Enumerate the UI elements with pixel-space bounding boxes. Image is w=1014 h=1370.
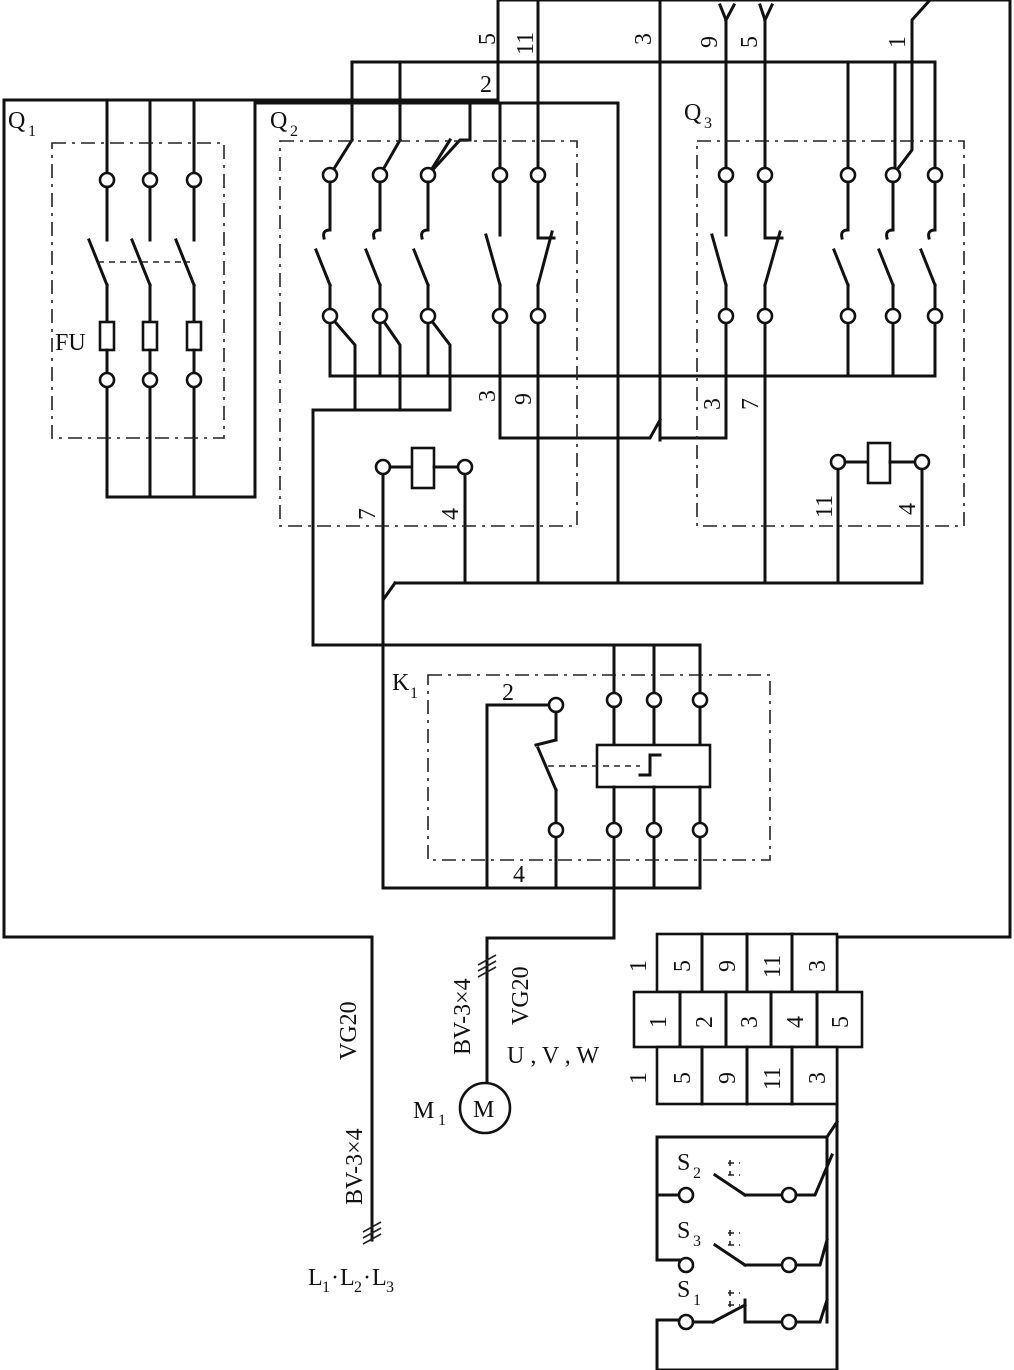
k1-thermal-element <box>595 743 712 789</box>
k1-label-sub: 1 <box>410 685 418 702</box>
k1-label: K <box>392 670 410 696</box>
s1-label-sub: 1 <box>693 1292 701 1309</box>
wire-number: 11 <box>513 32 539 55</box>
supply-dot-2: · <box>363 1265 371 1291</box>
wire-number: 3 <box>475 390 501 402</box>
supply-l-2: L <box>340 1265 355 1291</box>
wire-number: 9 <box>511 393 537 405</box>
s2-button <box>677 1153 834 1204</box>
terminal-mid-2: 2 <box>692 1016 718 1028</box>
q3-switch <box>696 140 965 527</box>
motor-cable-label: BV-3×4 <box>450 978 476 1055</box>
supply-dot-1: · <box>331 1265 339 1291</box>
q1-label: Q <box>8 108 25 134</box>
supply-l-1: L <box>308 1265 323 1291</box>
q3-contact <box>919 166 944 325</box>
terminal-mid-4: 4 <box>783 1016 809 1028</box>
wire-number: 9 <box>697 36 723 48</box>
wire-number: 2 <box>480 72 492 98</box>
terminal-mid-3: 3 <box>737 1016 763 1028</box>
supply-cable-label: BV-3×4 <box>342 1128 368 1205</box>
motor-symbol: M <box>473 1097 494 1123</box>
wire-number: 3 <box>700 398 726 410</box>
terminal-top-11: 11 <box>760 955 786 978</box>
wire-number: 4 <box>895 503 921 515</box>
q2-coil <box>374 446 474 490</box>
k1-aux-contact <box>534 696 565 839</box>
cable-labels: VG20 BV-3×4 BV-3×4 VG20 <box>336 966 534 1205</box>
component-labels: Q 1 Q 2 Q 3 K 1 FU S 2 S 3 S 1 U , V , W… <box>8 100 712 1309</box>
q2-switch <box>279 140 578 527</box>
terminal-bot-3: 3 <box>805 1072 831 1084</box>
q2-label: Q <box>270 108 287 134</box>
terminal-top-5: 5 <box>670 960 696 972</box>
fu-label: FU <box>55 330 86 356</box>
wire-number: 3 <box>631 33 657 45</box>
motor-m1: M M 1 <box>413 1081 512 1135</box>
q2-contact <box>364 166 389 325</box>
terminal-top-9: 9 <box>715 960 741 972</box>
q1-pole <box>174 171 203 389</box>
supply-l2-sub: 2 <box>354 1279 362 1296</box>
pushbutton-station <box>655 1119 840 1370</box>
cable-marks <box>362 954 497 1245</box>
s2-label: S <box>677 1150 690 1176</box>
q2-contact <box>314 166 339 325</box>
q1-switch <box>51 142 225 439</box>
terminal-mid-1: 1 <box>646 1016 672 1028</box>
q2-contact <box>529 166 556 325</box>
s2-label-sub: 2 <box>693 1165 701 1182</box>
wire-number: 7 <box>738 398 764 410</box>
s1-label: S <box>677 1277 690 1303</box>
s3-label: S <box>677 1218 690 1244</box>
uvw-label: U , V , W <box>507 1043 599 1069</box>
supply-l3-sub: 3 <box>386 1279 394 1296</box>
wire-number: 4 <box>513 862 525 888</box>
wire-number: 5 <box>737 36 763 48</box>
q3-label-sub: 3 <box>704 115 712 132</box>
terminal-bot-5: 5 <box>670 1072 696 1084</box>
k1-relay <box>427 674 771 861</box>
q1-pole <box>87 171 116 389</box>
supply-conduit-label: VG20 <box>336 1001 362 1060</box>
motor-label: M <box>413 1098 434 1124</box>
terminal-bot-9: 9 <box>715 1072 741 1084</box>
q3-coil <box>829 441 931 485</box>
terminal-bot-1: 1 <box>626 1072 652 1084</box>
wire-number: 5 <box>475 33 501 45</box>
supply-l-3: L <box>372 1265 387 1291</box>
q3-contact <box>877 166 902 325</box>
wire-number: 11 <box>812 495 838 518</box>
wire-number: 2 <box>502 680 514 706</box>
q3-contact <box>710 166 735 325</box>
terminal-numbers: 1 5 9 11 3 1 2 3 4 5 1 5 9 11 3 <box>626 955 854 1090</box>
q2-label-sub: 2 <box>290 123 298 140</box>
wire-number: 4 <box>438 508 464 520</box>
q1-label-sub: 1 <box>28 123 36 140</box>
wire-number: 1 <box>885 36 911 48</box>
q2-contact <box>412 166 437 325</box>
s1-button <box>677 1290 829 1331</box>
wire-number: 7 <box>355 508 381 520</box>
terminal-top-1: 1 <box>626 960 652 972</box>
terminal-bot-11: 11 <box>760 1067 786 1090</box>
motor-conduit-label: VG20 <box>508 966 534 1025</box>
supply-l1-sub: 1 <box>322 1279 330 1296</box>
q1-pole <box>130 171 159 389</box>
s3-button <box>677 1230 829 1274</box>
motor-label-sub: 1 <box>438 1112 446 1129</box>
q3-contact <box>832 166 857 325</box>
terminal-block <box>632 932 864 1106</box>
wire-numbers: 5 11 3 9 5 1 2 3 9 3 7 7 4 11 4 2 4 <box>355 32 921 888</box>
q3-contact <box>756 166 784 325</box>
q3-label: Q <box>684 100 701 126</box>
q2-contact <box>484 166 509 325</box>
terminal-mid-5: 5 <box>828 1016 854 1028</box>
s3-label-sub: 3 <box>693 1233 701 1250</box>
terminal-top-3: 3 <box>805 960 831 972</box>
